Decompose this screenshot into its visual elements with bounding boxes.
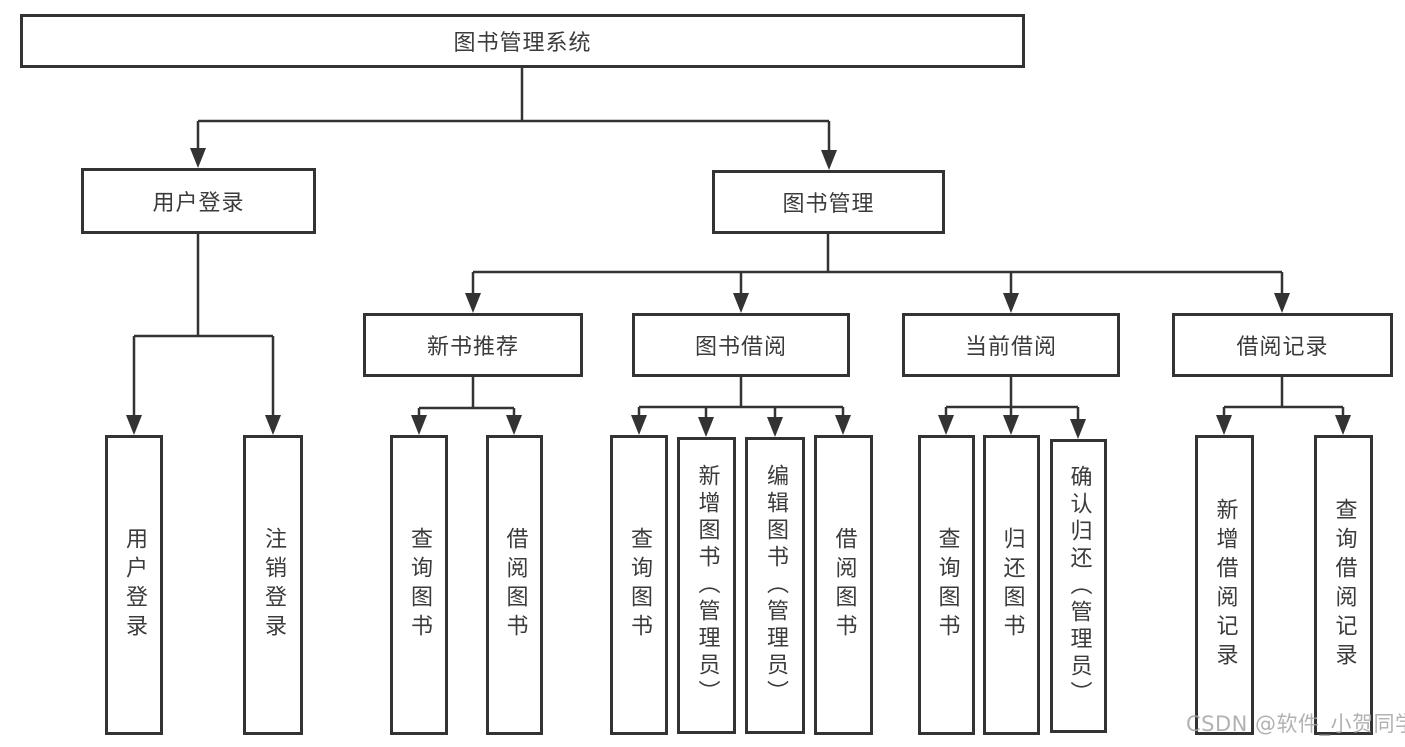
- leaf-recommend-borrow-books: 借阅图书: [486, 435, 543, 735]
- leaf-add-books-admin: 新增图书（管理员）: [677, 437, 736, 734]
- connector-borrow-record: [1222, 377, 1345, 417]
- node-book-borrowing: 图书借阅: [632, 313, 850, 377]
- node-new-book-recommend: 新书推荐: [363, 313, 583, 377]
- leaf-current-query-books: 查询图书: [918, 435, 975, 735]
- leaf-borrowing-query-books: 查询图书: [610, 435, 668, 735]
- connector-book-borrow: [637, 377, 845, 419]
- leaf-edit-books-admin: 编辑图书（管理员）: [745, 437, 805, 734]
- node-user-login: 用户登录: [81, 168, 316, 234]
- leaf-confirm-return-admin: 确认归还（管理员）: [1050, 439, 1107, 733]
- node-current-borrowing: 当前借阅: [902, 313, 1120, 377]
- node-borrowing-records: 借阅记录: [1172, 313, 1393, 377]
- csdn-watermark: CSDN @软件_小贺同学: [1186, 712, 1405, 736]
- leaf-borrowing-borrow-books: 借阅图书: [814, 435, 873, 735]
- node-book-management: 图书管理: [712, 170, 945, 234]
- connector-current-borrow: [944, 377, 1080, 421]
- leaf-add-borrow-record: 新增借阅记录: [1195, 435, 1254, 735]
- leaf-query-borrow-record: 查询借阅记录: [1314, 435, 1373, 735]
- leaf-user-login: 用户登录: [105, 435, 163, 735]
- leaf-return-books: 归还图书: [983, 435, 1040, 735]
- node-root-system: 图书管理系统: [20, 14, 1025, 68]
- connector-root: [196, 68, 831, 152]
- connector-book-mgmt: [471, 234, 1284, 295]
- connector-user-login: [132, 234, 275, 417]
- leaf-logout: 注销登录: [243, 435, 303, 735]
- arrowheads: [126, 148, 1351, 439]
- leaf-recommend-query-books: 查询图书: [390, 435, 448, 735]
- connector-new-book: [417, 377, 516, 417]
